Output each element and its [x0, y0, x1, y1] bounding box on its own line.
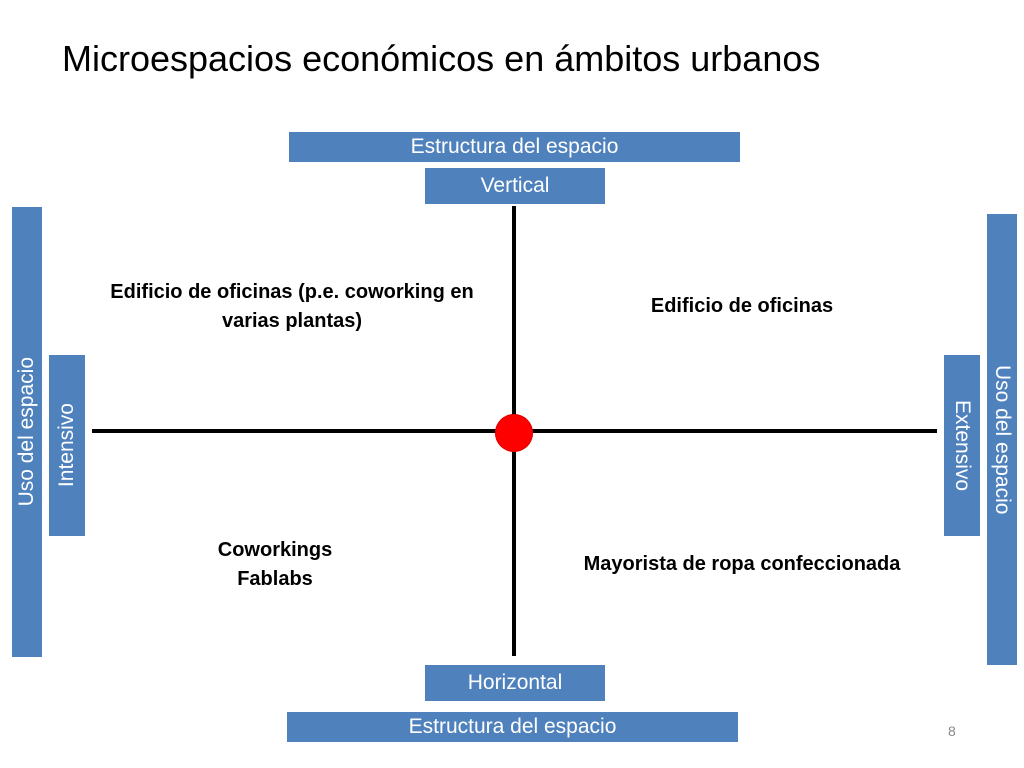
- bottom-axis-value: Horizontal: [425, 665, 605, 701]
- slide-title: Microespacios económicos en ámbitos urba…: [62, 38, 821, 79]
- left-axis-label: Uso del espacio: [12, 207, 42, 657]
- top-axis-label: Estructura del espacio: [289, 132, 740, 162]
- quadrant-top-left: Edificio de oficinas (p.e. coworking en …: [110, 281, 474, 332]
- quadrant-bottom-left: Coworkings Fablabs: [150, 536, 400, 594]
- bottom-axis-label-text: Estructura del espacio: [408, 715, 617, 738]
- origin-point: [495, 414, 533, 452]
- right-axis-value: Extensivo: [944, 355, 980, 536]
- left-axis-value: Intensivo: [49, 355, 85, 536]
- left-axis-value-text: Intensivo: [55, 403, 78, 488]
- quadrant-bottom-left-line1: Coworkings: [217, 539, 333, 561]
- top-axis-label-text: Estructura del espacio: [410, 135, 619, 158]
- quadrant-bottom-left-line2: Fablabs: [237, 568, 313, 590]
- bottom-axis-label: Estructura del espacio: [287, 712, 738, 742]
- right-axis-label: Uso del espacio: [987, 214, 1017, 665]
- bottom-axis-value-text: Horizontal: [467, 671, 563, 694]
- right-axis-value-text: Extensivo: [951, 399, 974, 492]
- top-axis-value: Vertical: [425, 168, 605, 204]
- top-axis-value-text: Vertical: [480, 174, 550, 197]
- right-axis-label-text: Uso del espacio: [991, 364, 1014, 515]
- left-axis-label-text: Uso del espacio: [15, 357, 38, 507]
- quadrant-top-right: Edificio de oficinas: [650, 295, 834, 317]
- page-number: 8: [948, 723, 956, 739]
- quadrant-bottom-right: Mayorista de ropa confeccionada: [583, 553, 901, 575]
